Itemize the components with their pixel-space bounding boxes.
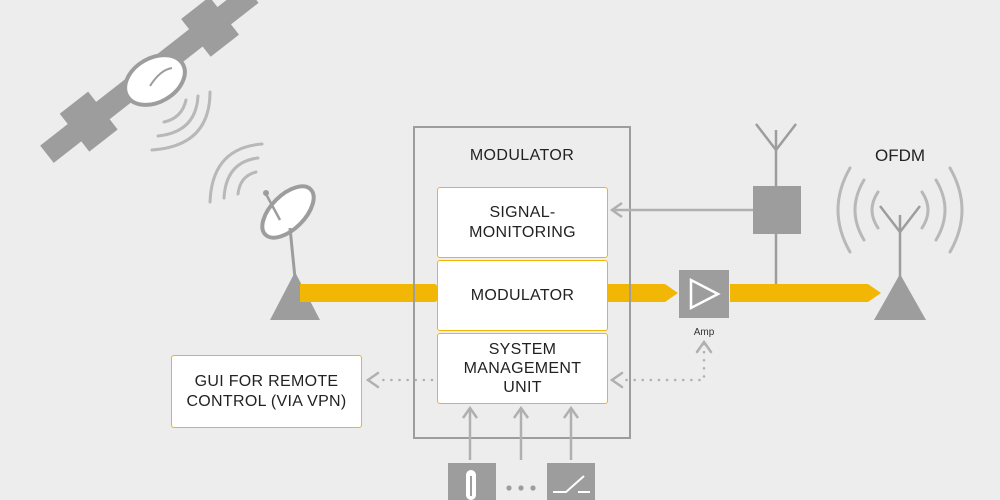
ofdm-signal-icon [836,166,964,254]
dotted-ellipsis-icon [506,485,536,491]
system-management-unit-block: SYSTEM MANAGEMENT UNIT [437,333,608,404]
signal-monitoring-line1: SIGNAL- [489,203,556,221]
modulator-title: MODULATOR [469,147,575,164]
gui-line1: GUI FOR REMOTE [194,372,339,390]
system-management-line3: UNIT [503,379,542,396]
modulator-block-label: MODULATOR [470,286,575,304]
monitoring-feedback-arrow [609,201,753,219]
system-management-line1: SYSTEM [488,341,557,358]
coupler-box [753,186,801,234]
ofdm-label: OFDM [874,146,926,165]
amp-icon [679,270,729,318]
signal-path [300,284,881,302]
sensor-input-arrows [461,405,580,460]
satellite-signal-icon [150,90,212,152]
modulator-block: MODULATOR [437,260,608,331]
system-management-line2: MANAGEMENT [463,360,582,377]
gui-remote-control-box: GUI FOR REMOTE CONTROL (VIA VPN) [171,355,362,428]
amp-label: Amp [693,327,715,338]
temperature-sensor-icon [448,463,496,500]
satellite-dish-icon [260,184,320,320]
signal-monitoring-line2: MONITORING [469,223,576,241]
monitoring-antenna-icon [755,123,797,284]
switch-sensor-icon [547,463,595,500]
signal-monitoring-block: SIGNAL- MONITORING [437,187,608,258]
satellite-icon [40,0,259,163]
control-dotted-arrows [365,339,713,389]
dish-signal-icon [208,142,264,204]
transmit-antenna-icon [874,205,926,320]
gui-line2: CONTROL (VIA VPN) [186,392,347,410]
